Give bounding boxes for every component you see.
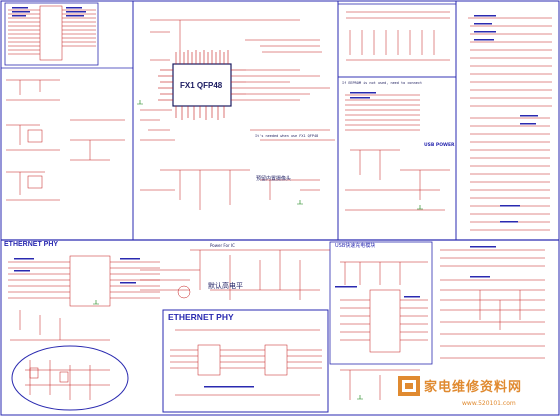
ground-symbols: [93, 100, 423, 400]
section-title-ethernet-box: ETHERNET PHY: [168, 312, 234, 322]
block-ethernet-phy: [162, 309, 329, 413]
block-eeprom: [337, 3, 457, 78]
section-title-usb-power: USB POWER: [424, 143, 455, 148]
block-top-left: [4, 2, 99, 66]
camera-label: 预留内置摄像头: [256, 176, 292, 182]
chip-label: FX1 QFP48: [180, 81, 223, 90]
section-title-ethernet-left: ETHERNET PHY: [4, 241, 59, 248]
chip-pins: [158, 50, 260, 120]
default-high-label: 默认高电平: [208, 282, 243, 290]
wiring: [6, 5, 552, 400]
net-labels: [12, 7, 538, 388]
power-ic-label: Power For IC: [210, 243, 235, 248]
watermark-logo: [398, 376, 420, 396]
chip-fx1: [172, 63, 232, 107]
eeprom-note: If EEPROM is not used, need to connect: [342, 81, 423, 85]
block-usb-charge: [329, 241, 433, 365]
watermark-chinese: 家电维修资料网: [424, 380, 523, 395]
highlight-ellipse: [11, 345, 129, 411]
watermark-url: www.520101.com: [462, 400, 516, 407]
section-title-usb-charge: USB快速充电模块: [335, 243, 376, 249]
qfp-note: It's needed when use FX1 QFP48: [255, 134, 319, 138]
